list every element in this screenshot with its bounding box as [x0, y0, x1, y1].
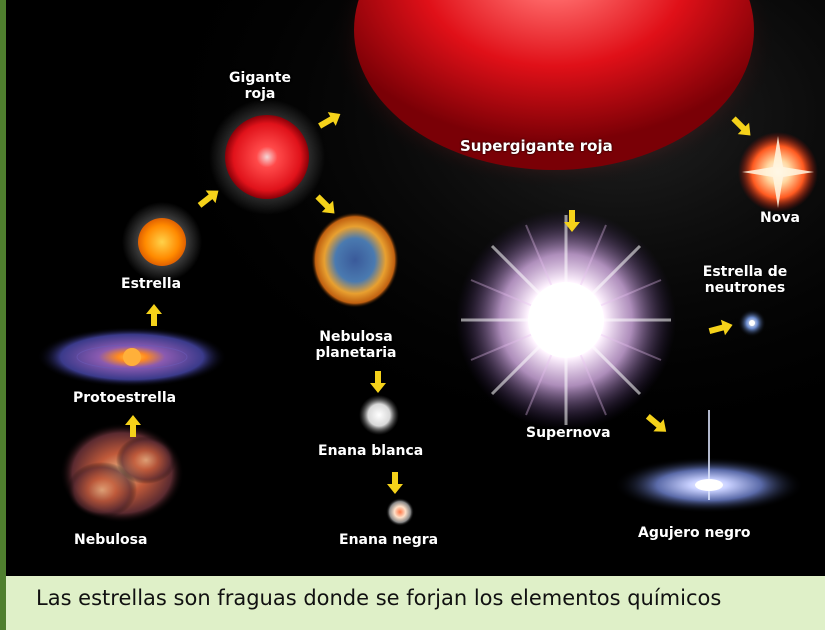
- label-nebulosa-planetaria-line2: planetaria: [315, 345, 397, 361]
- image-caption: Las estrellas son fraguas donde se forja…: [36, 586, 722, 610]
- enana-negra-star: [386, 498, 414, 526]
- label-gigante-roja-line2: roja: [244, 86, 276, 102]
- supernova-burst: [456, 210, 676, 430]
- label-supernova: Supernova: [526, 425, 611, 441]
- left-accent-strip: [0, 0, 6, 630]
- label-gigante-roja-line1: Gigante: [229, 70, 291, 86]
- label-nebulosa-planetaria: Nebulosa planetaria: [312, 329, 400, 361]
- arrow-nebulosa-to-protoestrella: [125, 415, 141, 437]
- arrow-protoestrella-to-estrella: [146, 304, 162, 326]
- arrow-gigante-to-supergigante: [318, 112, 341, 129]
- enana-blanca-star: [359, 395, 399, 435]
- stellar-evolution-diagram: Gigante roja Supergigante roja Nova Estr…: [6, 0, 825, 576]
- label-estrella-neutrones-line1: Estrella de: [702, 264, 788, 280]
- estrella-neutrones-star: [738, 309, 766, 337]
- arrow-supergigante-to-supernova: [564, 210, 580, 232]
- flow-arrows: [125, 112, 751, 494]
- arrow-estrella-to-gigante: [197, 190, 219, 208]
- label-supergigante-roja: Supergigante roja: [460, 137, 613, 155]
- label-estrella-neutrones: Estrella de neutrones: [690, 264, 800, 296]
- label-protoestrella: Protoestrella: [73, 390, 177, 406]
- label-estrella-neutrones-line2: neutrones: [704, 280, 786, 296]
- nova-burst: [738, 132, 818, 212]
- arrow-enana-blanca-to-enana-negra: [387, 472, 403, 494]
- label-agujero-negro: Agujero negro: [638, 525, 751, 541]
- estrella-star: [122, 202, 202, 282]
- arrow-supernova-to-agujero: [645, 413, 667, 432]
- agujero-negro-disk: [614, 410, 804, 513]
- arrow-supernova-to-neutrones: [708, 319, 733, 336]
- label-enana-blanca: Enana blanca: [318, 443, 424, 459]
- nebulosa-cloud: [60, 423, 184, 523]
- arrow-supergigante-to-nova: [731, 116, 751, 136]
- label-nova: Nova: [760, 210, 800, 226]
- protoestrella-disk: [37, 327, 227, 387]
- label-nebulosa: Nebulosa: [74, 532, 148, 548]
- label-gigante-roja: Gigante roja: [228, 70, 292, 102]
- label-nebulosa-planetaria-line1: Nebulosa: [319, 329, 393, 345]
- label-estrella: Estrella: [121, 276, 182, 292]
- supergigante-roja-star: [329, 0, 779, 190]
- nebulosa-planetaria-ring: [311, 212, 399, 308]
- diagram-graphics: [6, 0, 825, 576]
- arrow-planetaria-to-enana-blanca: [370, 371, 386, 393]
- gigante-roja-star: [209, 99, 325, 215]
- label-enana-negra: Enana negra: [339, 532, 439, 548]
- arrow-gigante-to-planetaria: [315, 194, 335, 214]
